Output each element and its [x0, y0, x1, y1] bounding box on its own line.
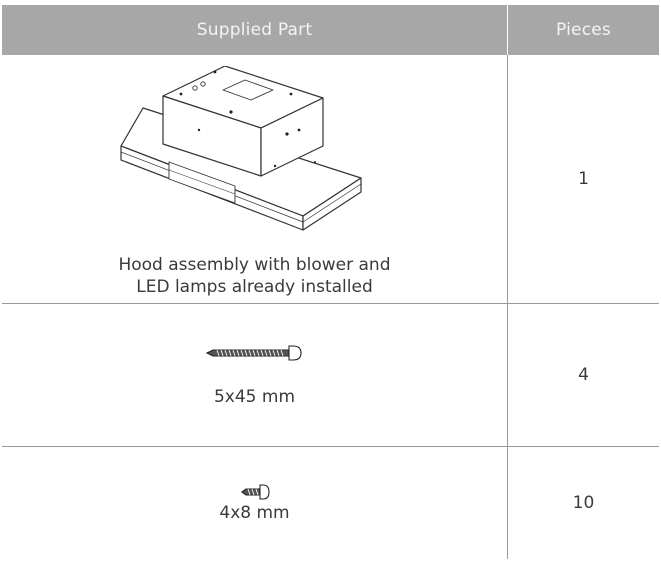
- header-pieces: Pieces: [507, 5, 659, 55]
- part-description-line-1: Hood assembly with blower and: [118, 255, 391, 275]
- table-header-row: Supplied Part Pieces: [2, 5, 659, 55]
- table-row: Hood assembly with blower and LED lamps …: [2, 55, 659, 304]
- part-cell: 4x8 mm: [2, 446, 508, 559]
- hood-assembly-illustration: [119, 66, 362, 231]
- table-row: 5x45 mm 4: [2, 303, 659, 447]
- part-description-line-2: LED lamps already installed: [136, 277, 373, 297]
- pieces-cell: 10: [572, 493, 595, 513]
- long-screw-illustration: [205, 345, 302, 361]
- table-row: 4x8 mm 10: [2, 446, 659, 559]
- header-supplied-part: Supplied Part: [2, 5, 508, 55]
- supplied-parts-table: Supplied Part Pieces: [2, 5, 659, 559]
- pieces-cell: 1: [507, 55, 659, 304]
- part-cell: Hood assembly with blower and LED lamps …: [2, 55, 508, 304]
- pieces-cell: 4: [507, 303, 659, 447]
- part-description: 4x8 mm: [219, 503, 290, 523]
- part-description: 5x45 mm: [213, 387, 296, 407]
- short-screw-illustration: [240, 484, 270, 500]
- part-cell: 5x45 mm: [2, 303, 508, 447]
